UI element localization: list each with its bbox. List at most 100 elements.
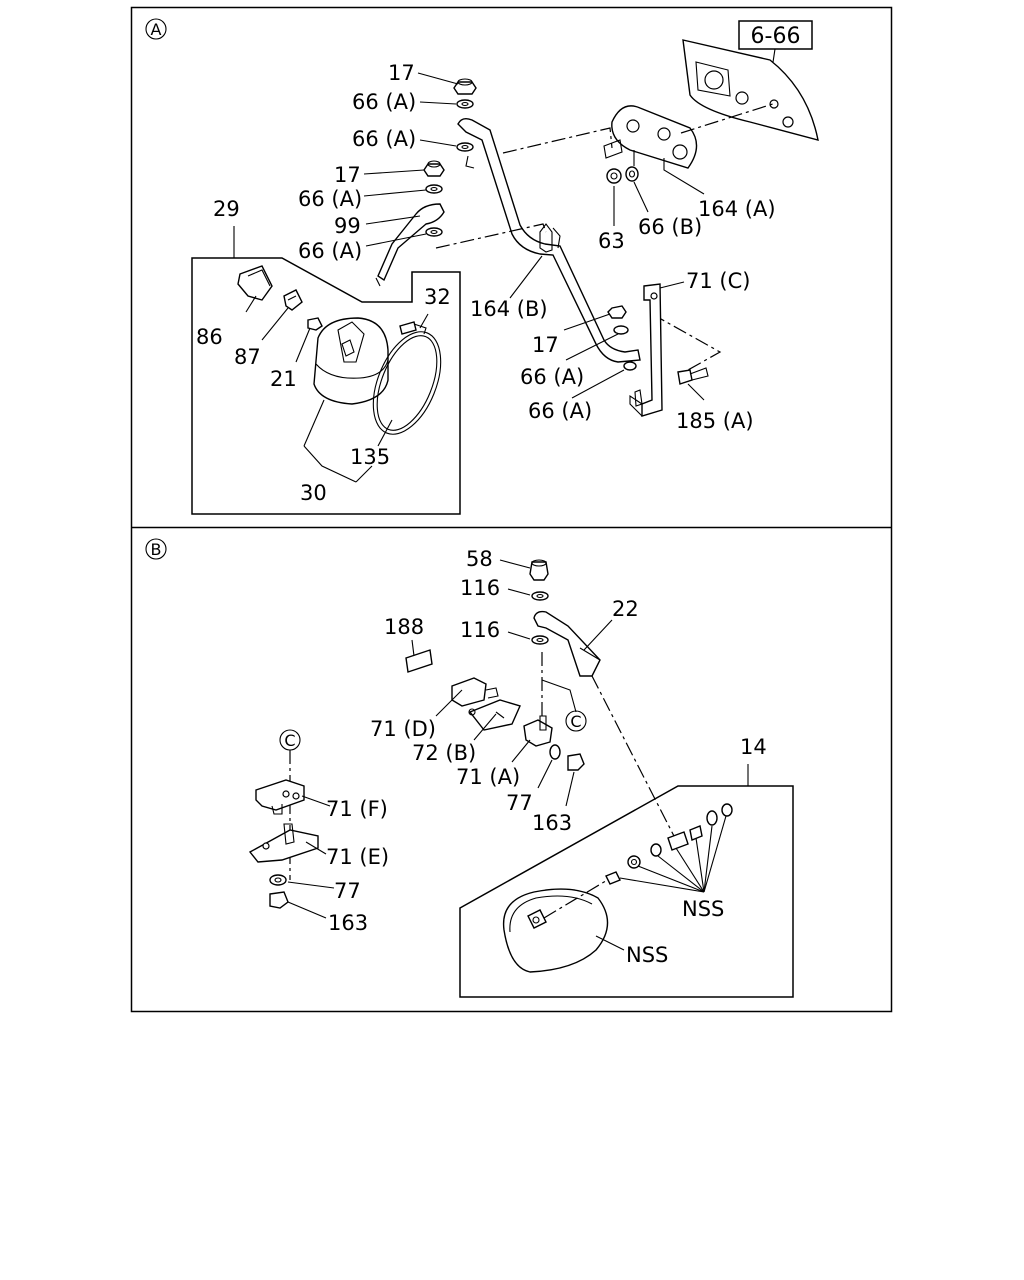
callout-c-mid: C xyxy=(565,710,587,732)
label-nss-1: NSS xyxy=(682,897,724,921)
nut-163-left xyxy=(269,891,289,909)
clip-87 xyxy=(283,289,303,311)
label-185a: 185 (A) xyxy=(676,409,754,433)
label-21: 21 xyxy=(270,367,297,391)
label-29: 29 xyxy=(213,197,240,221)
label-71e: 71 (E) xyxy=(326,845,389,869)
washer-77-left xyxy=(269,874,287,886)
washer-66a-4 xyxy=(425,227,443,237)
nut-63 xyxy=(606,168,622,184)
diagram-frame xyxy=(130,6,893,1013)
inset-box-14 xyxy=(459,785,794,998)
centerline-arm-bracket xyxy=(502,127,613,154)
leaders-nss xyxy=(595,815,727,951)
reference-label: 6-66 xyxy=(751,24,801,49)
label-86: 86 xyxy=(196,325,223,349)
cap-nut-58 xyxy=(529,559,549,581)
washer-66a-5 xyxy=(613,325,629,335)
label-66a-1: 66 (A) xyxy=(352,90,416,114)
label-nss-2: NSS xyxy=(626,943,668,967)
label-72b: 72 (B) xyxy=(412,741,476,765)
centerline-pin-arm xyxy=(465,155,475,169)
washer-66a-1 xyxy=(456,99,474,109)
stay-22 xyxy=(533,610,601,677)
leader-c-mid xyxy=(541,679,577,713)
centerline-stay-arm xyxy=(435,223,547,249)
label-77-left: 77 xyxy=(334,879,361,903)
bracket-71f xyxy=(255,779,305,815)
label-163-mid: 163 xyxy=(532,811,572,835)
nut-17-top xyxy=(453,78,477,95)
label-17-low: 17 xyxy=(532,333,559,357)
centerline-mirror xyxy=(543,875,615,919)
screw-32 xyxy=(399,321,427,335)
label-66a-2: 66 (A) xyxy=(352,127,416,151)
nut-17-low xyxy=(607,305,627,319)
mirror-stay-arm xyxy=(457,117,641,363)
mirror-nss xyxy=(502,888,609,973)
bracket-71a xyxy=(523,715,553,747)
label-71c: 71 (C) xyxy=(686,269,750,293)
stay-99 xyxy=(375,203,445,287)
washer-66b xyxy=(625,166,639,182)
panel-b-marker: B xyxy=(145,538,167,560)
label-plate-188 xyxy=(405,649,433,673)
bracket-71d xyxy=(451,677,499,707)
label-66a-4: 66 (A) xyxy=(298,239,362,263)
nut-17-mid xyxy=(423,160,445,177)
label-14: 14 xyxy=(740,735,767,759)
label-71d: 71 (D) xyxy=(370,717,436,741)
label-135: 135 xyxy=(350,445,390,469)
svg-text:C: C xyxy=(570,712,581,731)
svg-text:B: B xyxy=(151,540,162,559)
label-163-left: 163 xyxy=(328,911,368,935)
label-116-1: 116 xyxy=(460,576,500,600)
callout-c-left: C xyxy=(279,729,301,751)
label-99: 99 xyxy=(334,214,361,238)
cap-86 xyxy=(237,265,273,301)
label-71f: 71 (F) xyxy=(326,797,388,821)
washer-66a-3 xyxy=(425,184,443,194)
leaders-panel-b xyxy=(287,559,613,919)
label-164b: 164 (B) xyxy=(470,297,548,321)
nut-21 xyxy=(307,317,323,331)
washer-116-1 xyxy=(531,591,549,601)
label-30: 30 xyxy=(300,481,327,505)
label-32: 32 xyxy=(424,285,451,309)
svg-text:A: A xyxy=(151,20,162,39)
gasket-135 xyxy=(372,331,442,435)
bolt-185a xyxy=(634,367,709,407)
label-17-mid: 17 xyxy=(334,163,361,187)
leaders-panel-a xyxy=(245,72,705,483)
label-63: 63 xyxy=(598,229,625,253)
label-66b: 66 (B) xyxy=(638,215,702,239)
label-116-2: 116 xyxy=(460,618,500,642)
washer-116-2 xyxy=(531,635,549,645)
label-66a-6: 66 (A) xyxy=(528,399,592,423)
washer-66a-2 xyxy=(456,142,474,152)
cab-panel-plate xyxy=(682,39,819,141)
washer-77-mid xyxy=(549,744,561,760)
bracket-71e xyxy=(248,823,319,863)
label-66a-3: 66 (A) xyxy=(298,187,362,211)
label-66a-5: 66 (A) xyxy=(520,365,584,389)
label-87: 87 xyxy=(234,345,261,369)
label-71a: 71 (A) xyxy=(456,765,520,789)
panel-a-marker: A xyxy=(145,18,167,40)
label-17-top: 17 xyxy=(388,61,415,85)
label-164a: 164 (A) xyxy=(698,197,776,221)
washer-66a-6 xyxy=(623,361,637,371)
label-22: 22 xyxy=(612,597,639,621)
label-58: 58 xyxy=(466,547,493,571)
centerline-stay-mirror xyxy=(591,675,677,841)
nut-163-mid xyxy=(567,753,585,771)
panel-a: A 6-66 xyxy=(145,18,819,515)
panel-b: B C xyxy=(145,538,794,998)
bracket-164a xyxy=(603,105,698,169)
centerline-lower-bracket xyxy=(651,313,722,371)
label-77-mid: 77 xyxy=(506,791,533,815)
hardware-nss xyxy=(605,803,733,885)
mirror-head-30 xyxy=(313,317,389,405)
reference-box[interactable]: 6-66 xyxy=(738,20,813,83)
